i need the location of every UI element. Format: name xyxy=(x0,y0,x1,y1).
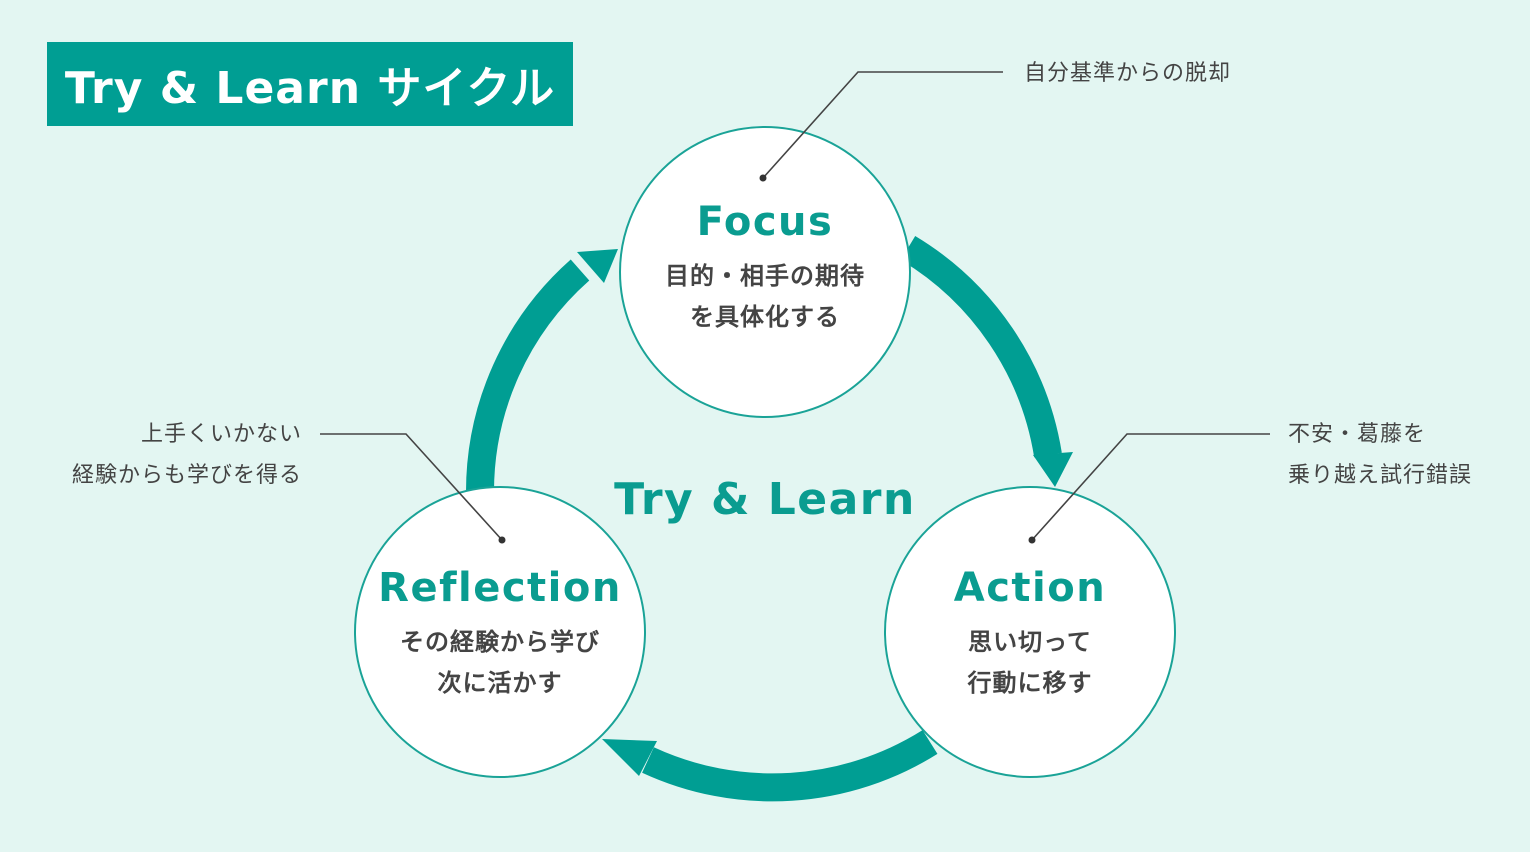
annotation-focus: 自分基準からの脱却 xyxy=(1024,53,1231,94)
annotation-line: 自分基準からの脱却 xyxy=(1024,61,1232,86)
leader-line-reflection xyxy=(320,433,503,541)
node-circle-reflection xyxy=(354,486,646,778)
annotation-line: 経験からも学びを得る xyxy=(71,463,302,488)
leader-dot-action xyxy=(1028,536,1036,544)
node-desc-line: 次に活かす xyxy=(437,669,563,697)
arrowhead-to-reflection xyxy=(602,739,657,776)
node-title-action: Action xyxy=(953,565,1107,611)
arrow-focus-to-action xyxy=(900,235,1062,458)
annotation-reflection: 上手くいかない 経験からも学びを得る xyxy=(20,414,302,496)
leader-line-action xyxy=(1031,433,1270,541)
node-desc-focus: 目的・相手の期待 を具体化する xyxy=(620,256,910,338)
leader-dot-focus xyxy=(759,174,767,182)
node-desc-action: 思い切って 行動に移す xyxy=(885,622,1175,704)
node-desc-reflection: その経験から学び 次に活かす xyxy=(355,622,645,704)
node-circle-focus xyxy=(619,126,911,418)
leader-line-focus xyxy=(762,71,1003,179)
node-desc-line: 思い切って xyxy=(968,628,1092,656)
arrowhead-to-action xyxy=(1033,452,1073,487)
node-desc-line: 目的・相手の期待 xyxy=(665,262,865,290)
arrow-action-to-reflection xyxy=(642,730,938,802)
node-desc-line: 行動に移す xyxy=(967,669,1093,697)
node-desc-line: を具体化する xyxy=(690,303,840,331)
leader-dot-reflection xyxy=(498,536,506,544)
annotation-line: 不安・葛藤を xyxy=(1288,422,1427,447)
annotation-line: 上手くいかない xyxy=(140,422,302,447)
annotation-action: 不安・葛藤を 乗り越え試行錯誤 xyxy=(1288,414,1472,496)
node-focus: Focus 目的・相手の期待 を具体化する xyxy=(620,198,910,338)
node-title-reflection: Reflection xyxy=(378,565,622,611)
node-circle-action xyxy=(884,486,1176,778)
node-title-focus: Focus xyxy=(696,199,834,245)
node-action: Action 思い切って 行動に移す xyxy=(885,564,1175,704)
diagram-title: Try & Learn サイクル xyxy=(47,42,573,126)
node-reflection: Reflection その経験から学び 次に活かす xyxy=(355,564,645,704)
arrowhead-to-focus xyxy=(577,249,618,283)
arrow-reflection-to-focus xyxy=(465,259,590,493)
center-label: Try & Learn xyxy=(614,474,916,525)
node-desc-line: その経験から学び xyxy=(400,628,600,656)
annotation-line: 乗り越え試行錯誤 xyxy=(1288,463,1473,488)
